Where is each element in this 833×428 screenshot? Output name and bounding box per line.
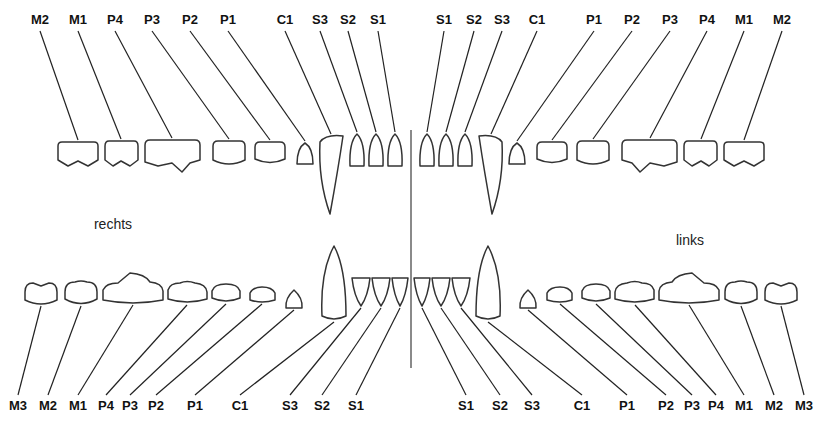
tooth-label: M2 [773, 12, 791, 27]
tooth-label: P1 [619, 398, 635, 413]
tooth-label: M2 [39, 398, 57, 413]
left-jaw-half [414, 31, 804, 395]
tooth-label: M2 [31, 12, 49, 27]
tooth-label: C1 [232, 398, 249, 413]
tooth-label: M2 [765, 398, 783, 413]
tooth-label: P1 [586, 12, 602, 27]
tooth-label: P2 [148, 398, 164, 413]
tooth-label: S3 [524, 398, 540, 413]
side-label: links [676, 232, 704, 248]
tooth-label: S2 [492, 398, 508, 413]
tooth-label: M1 [69, 12, 87, 27]
tooth-label: S3 [282, 398, 298, 413]
right-jaw-half [18, 31, 408, 395]
tooth-label: S2 [466, 12, 482, 27]
tooth-label: P4 [708, 398, 724, 413]
tooth-label: P3 [662, 12, 678, 27]
tooth-label: S1 [348, 398, 364, 413]
tooth-label: P3 [144, 12, 160, 27]
tooth-label: S2 [340, 12, 356, 27]
tooth-label: P2 [658, 398, 674, 413]
tooth-label: S1 [458, 398, 474, 413]
tooth-label: P1 [220, 12, 236, 27]
tooth-label: P3 [684, 398, 700, 413]
tooth-label: M3 [795, 398, 813, 413]
tooth-label: C1 [529, 12, 546, 27]
tooth-label: M3 [9, 398, 27, 413]
tooth-label: P3 [122, 398, 138, 413]
tooth-label: C1 [277, 12, 294, 27]
tooth-label: P1 [187, 398, 203, 413]
tooth-label: S3 [312, 12, 328, 27]
tooth-label: P2 [182, 12, 198, 27]
tooth-label: P4 [98, 398, 114, 413]
tooth-label: M1 [735, 12, 753, 27]
tooth-label: M1 [69, 398, 87, 413]
tooth-label: S1 [436, 12, 452, 27]
tooth-label: S2 [314, 398, 330, 413]
tooth-label: C1 [574, 398, 591, 413]
tooth-label: P4 [107, 12, 123, 27]
side-label: rechts [94, 216, 132, 232]
tooth-label: M1 [735, 398, 753, 413]
tooth-label: P4 [699, 12, 715, 27]
tooth-label: S1 [370, 12, 386, 27]
tooth-label: S3 [494, 12, 510, 27]
tooth-label: P2 [624, 12, 640, 27]
midline [410, 130, 412, 368]
